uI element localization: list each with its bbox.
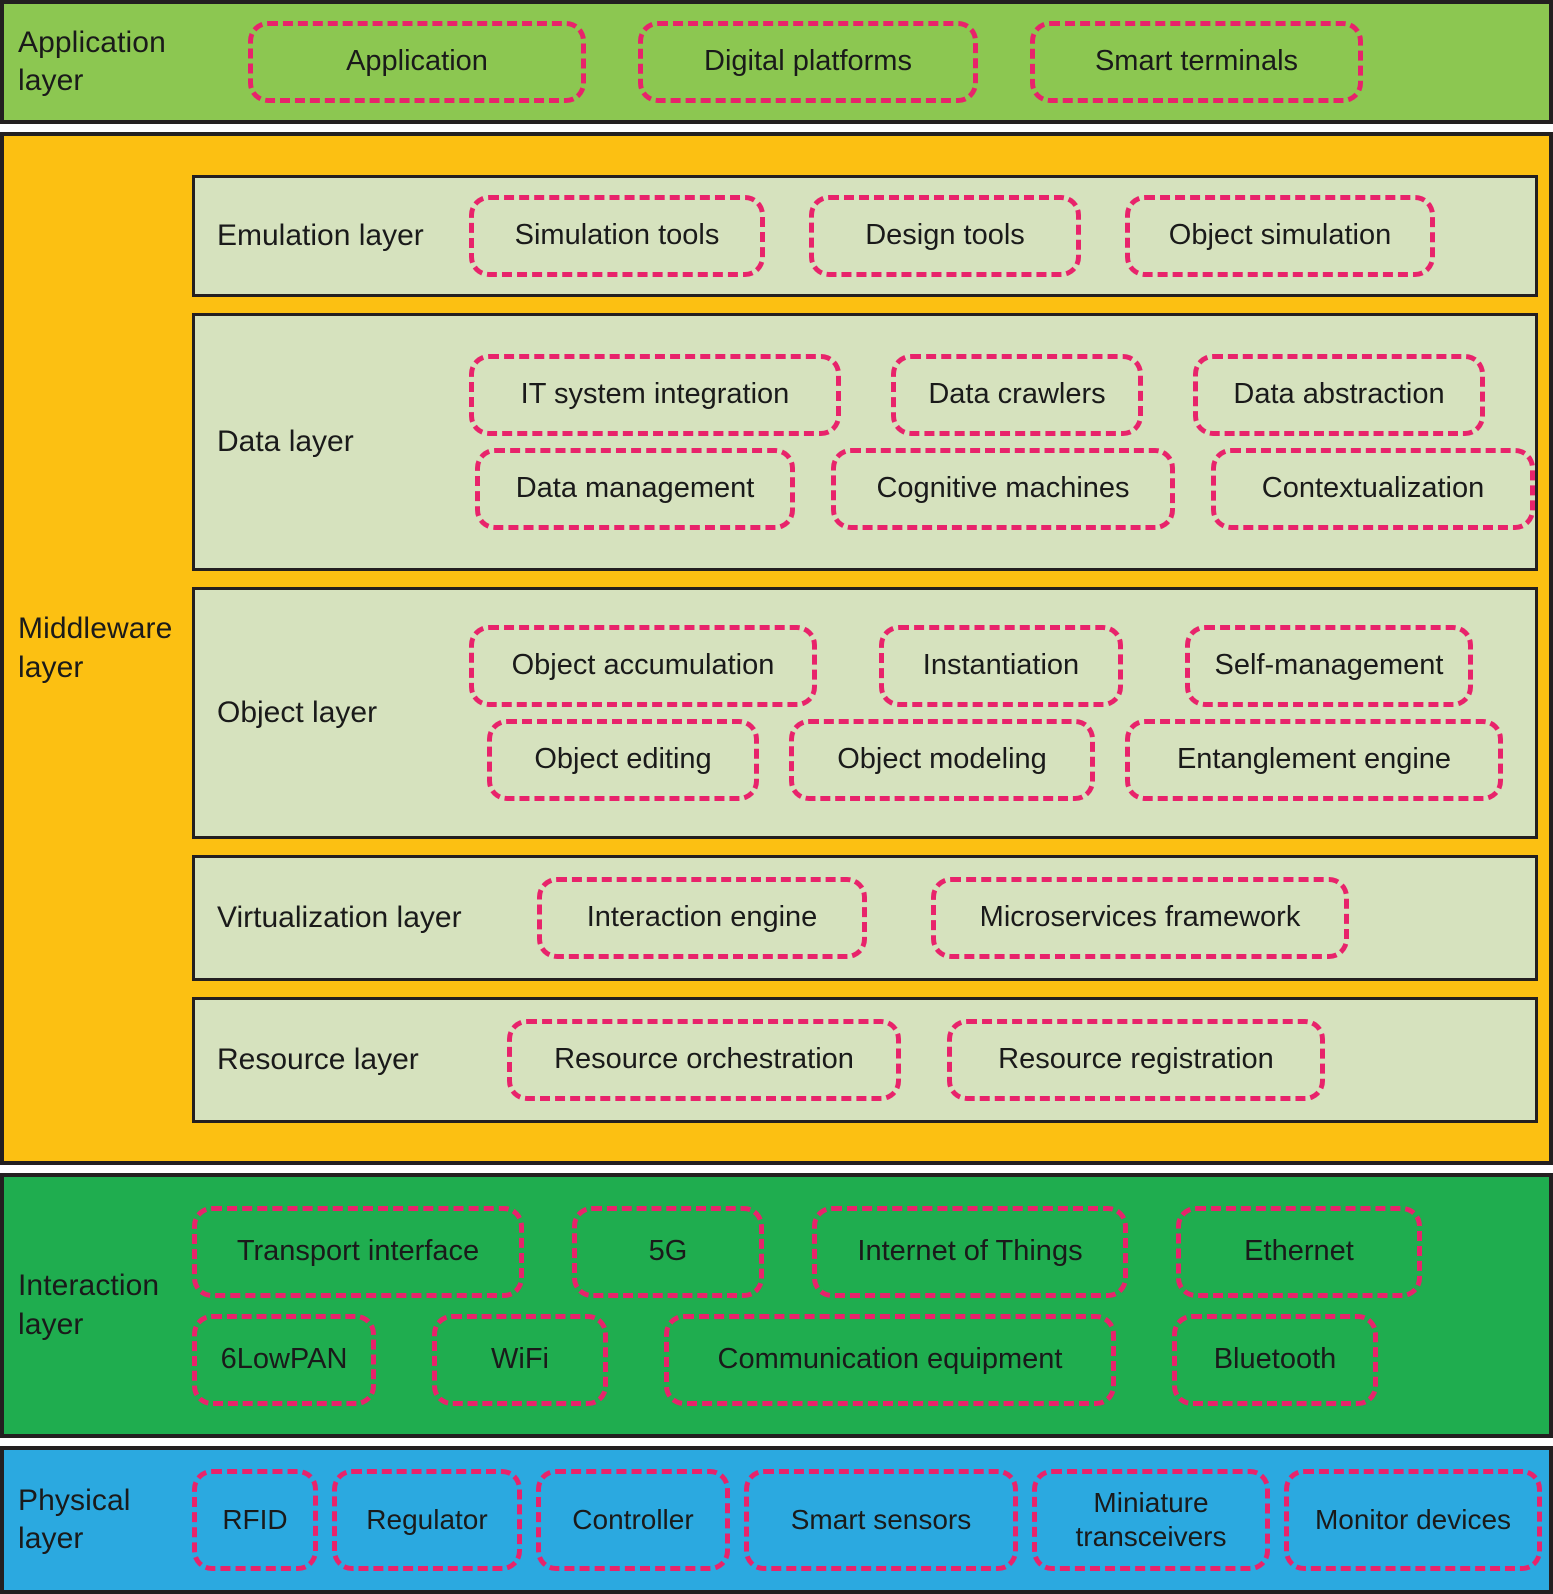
pill-object-modeling[interactable]: Object modeling <box>789 718 1095 801</box>
panel-object-layer: Object layer Object accumulation Instant… <box>192 586 1538 839</box>
interaction-layer-body: Transport interface 5G Internet of Thing… <box>192 1177 1549 1434</box>
application-layer-label-line2: layer <box>18 64 84 97</box>
middleware-layer-label-line2: layer <box>18 650 84 684</box>
middleware-layer-body: Emulation layer Simulation tools Design … <box>192 136 1549 1161</box>
panel-virtualization-layer: Virtualization layer Interaction engine … <box>192 854 1538 981</box>
pill-microservices-framework[interactable]: Microservices framework <box>931 876 1349 959</box>
pill-simulation-tools[interactable]: Simulation tools <box>469 194 765 277</box>
physical-layer-label-line1: Physical <box>18 1483 131 1517</box>
pill-internet-of-things[interactable]: Internet of Things <box>812 1205 1128 1298</box>
panel-emulation-row-1: Simulation tools Design tools Object sim… <box>469 194 1535 277</box>
interaction-layer-label-line2: layer <box>18 1307 84 1341</box>
application-layer-band: Application layer Application Digital pl… <box>0 0 1553 124</box>
pill-design-tools[interactable]: Design tools <box>809 194 1081 277</box>
physical-layer-label: Physical layer <box>4 1450 192 1590</box>
pill-communication-equipment[interactable]: Communication equipment <box>664 1313 1116 1406</box>
panel-data-row-2: Data management Cognitive machines Conte… <box>475 447 1535 530</box>
pill-data-abstraction[interactable]: Data abstraction <box>1193 353 1485 436</box>
panel-emulation-label: Emulation layer <box>217 218 424 252</box>
panel-data-layer: Data layer IT system integration Data cr… <box>192 312 1538 571</box>
pill-rfid[interactable]: RFID <box>192 1469 318 1571</box>
pill-digital-platforms[interactable]: Digital platforms <box>638 21 978 103</box>
physical-layer-label-line2: layer <box>18 1522 84 1555</box>
pill-miniature-transceivers[interactable]: Miniature transceivers <box>1032 1469 1270 1571</box>
interaction-layer-label-line1: Interaction <box>18 1269 160 1303</box>
panel-virtualization-row-1: Interaction engine Microservices framewo… <box>537 876 1535 959</box>
pill-instantiation[interactable]: Instantiation <box>879 624 1123 707</box>
panel-resource-rows: Resource orchestration Resource registra… <box>507 1018 1535 1101</box>
panel-virtualization-label: Virtualization layer <box>217 900 462 934</box>
pill-object-accumulation[interactable]: Object accumulation <box>469 624 817 707</box>
panel-emulation-rows: Simulation tools Design tools Object sim… <box>469 194 1535 277</box>
pill-interaction-engine[interactable]: Interaction engine <box>537 876 867 959</box>
interaction-layer-band: Interaction layer Transport interface 5G… <box>0 1173 1553 1438</box>
physical-layer-body: RFID Regulator Controller Smart sensors … <box>192 1450 1549 1590</box>
application-layer-row: Application Digital platforms Smart term… <box>192 21 1549 103</box>
pill-contextualization[interactable]: Contextualization <box>1211 447 1535 530</box>
application-layer-label-line1: Application <box>18 25 166 59</box>
pill-resource-orchestration[interactable]: Resource orchestration <box>507 1018 901 1101</box>
pill-data-management[interactable]: Data management <box>475 447 795 530</box>
panel-emulation-layer: Emulation layer Simulation tools Design … <box>192 174 1538 297</box>
pill-application[interactable]: Application <box>248 21 586 103</box>
panel-data-label: Data layer <box>217 424 354 458</box>
pill-object-editing[interactable]: Object editing <box>487 718 759 801</box>
panel-data-rows: IT system integration Data crawlers Data… <box>469 353 1535 530</box>
pill-wifi[interactable]: WiFi <box>432 1313 608 1406</box>
physical-layer-band: Physical layer RFID Regulator Controller… <box>0 1446 1553 1594</box>
middleware-layer-label: Middleware layer <box>4 136 192 1161</box>
pill-smart-terminals[interactable]: Smart terminals <box>1030 21 1363 103</box>
panel-data-row-1: IT system integration Data crawlers Data… <box>469 353 1535 436</box>
pill-self-management[interactable]: Self-management <box>1185 624 1473 707</box>
panel-virtualization-rows: Interaction engine Microservices framewo… <box>537 876 1535 959</box>
pill-resource-registration[interactable]: Resource registration <box>947 1018 1325 1101</box>
panel-object-row-2: Object editing Object modeling Entanglem… <box>487 718 1535 801</box>
pill-regulator[interactable]: Regulator <box>332 1469 522 1571</box>
application-layer-body: Application Digital platforms Smart term… <box>192 4 1549 120</box>
panel-object-rows: Object accumulation Instantiation Self-m… <box>469 624 1535 801</box>
panel-object-label: Object layer <box>217 695 378 729</box>
physical-layer-row: RFID Regulator Controller Smart sensors … <box>192 1469 1542 1571</box>
pill-bluetooth[interactable]: Bluetooth <box>1172 1313 1378 1406</box>
interaction-layer-row-1: Transport interface 5G Internet of Thing… <box>192 1205 1509 1298</box>
application-layer-label: Application layer <box>4 4 192 120</box>
pill-6lowpan[interactable]: 6LowPAN <box>192 1313 376 1406</box>
pill-object-simulation[interactable]: Object simulation <box>1125 194 1435 277</box>
middleware-layer-label-line1: Middleware <box>18 612 173 646</box>
pill-data-crawlers[interactable]: Data crawlers <box>891 353 1143 436</box>
panel-object-row-1: Object accumulation Instantiation Self-m… <box>469 624 1535 707</box>
pill-monitor-devices[interactable]: Monitor devices <box>1284 1469 1542 1571</box>
panel-resource-layer: Resource layer Resource orchestration Re… <box>192 996 1538 1123</box>
pill-transport-interface[interactable]: Transport interface <box>192 1205 524 1298</box>
pill-5g[interactable]: 5G <box>572 1205 764 1298</box>
panel-resource-row-1: Resource orchestration Resource registra… <box>507 1018 1535 1101</box>
pill-smart-sensors[interactable]: Smart sensors <box>744 1469 1018 1571</box>
middleware-layer-band: Middleware layer Emulation layer Simulat… <box>0 132 1553 1165</box>
interaction-layer-label: Interaction layer <box>4 1177 192 1434</box>
pill-controller[interactable]: Controller <box>536 1469 730 1571</box>
panel-resource-label: Resource layer <box>217 1042 419 1076</box>
pill-entanglement-engine[interactable]: Entanglement engine <box>1125 718 1503 801</box>
pill-ethernet[interactable]: Ethernet <box>1176 1205 1422 1298</box>
interaction-layer-row-2: 6LowPAN WiFi Communication equipment Blu… <box>192 1313 1509 1406</box>
pill-cognitive-machines[interactable]: Cognitive machines <box>831 447 1175 530</box>
pill-it-system-integration[interactable]: IT system integration <box>469 353 841 436</box>
